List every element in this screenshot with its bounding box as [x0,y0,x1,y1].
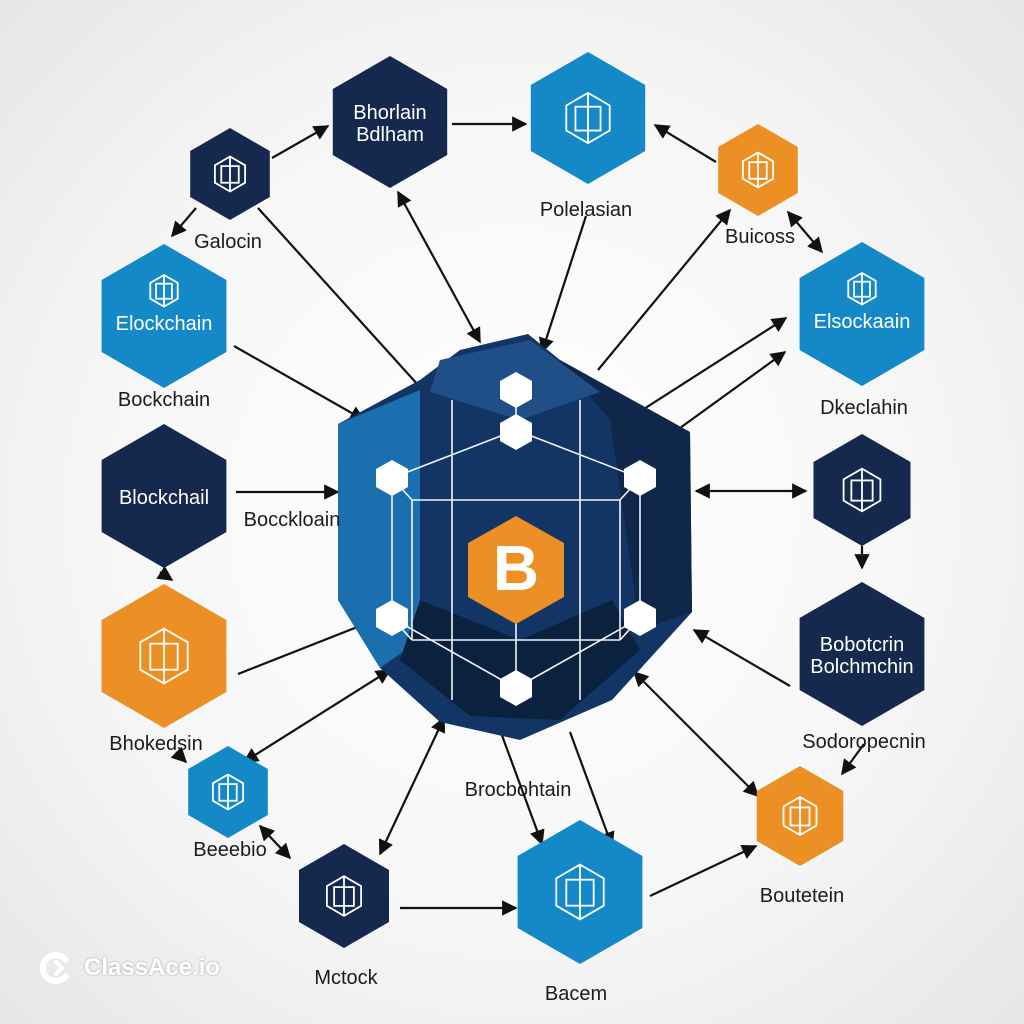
cube-icon [149,273,179,308]
hexagon-node-n8 [813,434,911,546]
connector [787,210,823,254]
hexagon-node-n13 [299,844,389,948]
center-orange-hexagon [468,516,564,624]
hexagon-label: Bdlham [356,124,424,146]
cube-icon [847,271,877,306]
hexagon-label: Elsockaain [814,311,911,333]
cube-icon [139,627,189,685]
hexagon-label: Bobotcrin [820,634,905,656]
hexagon-shape [799,242,925,386]
hexagon-shape [799,582,925,726]
node-label: Bockchain [118,389,210,411]
cube-icon [565,91,611,145]
connector [397,190,481,344]
connector [170,746,188,764]
node-label: Sodoropecnin [802,731,925,753]
cube-icon [742,151,774,189]
connector [597,208,731,371]
classace-watermark: ClassAce.io [36,948,220,988]
connector [635,317,788,415]
connector [271,125,330,159]
central-blockchain-cube: B [338,334,692,740]
connector [538,215,588,354]
node-label: Boutetein [760,885,845,907]
node-label: Mctock [314,967,378,989]
hexagon-node-n3 [190,128,270,220]
connector [242,669,392,763]
hexagon-node-n6: Elsockaain [799,242,925,386]
node-label: Brocbohtain [465,779,572,801]
hexagon-node-n4 [718,124,798,216]
watermark-text: ClassAce.io [84,954,221,981]
classace-logo-icon [39,952,69,984]
hexagon-label: Bolchmchin [810,656,913,678]
hexagon-shape [332,56,448,188]
node-label: Bhokedsin [109,733,202,755]
connector [568,731,615,848]
hexagon-label: Bhorlain [353,102,426,124]
hexagon-node-n2 [530,52,646,184]
connector [653,124,717,163]
node-label: Buicoss [725,226,795,248]
connector [841,743,865,776]
connector [237,619,372,676]
node-label: Dkeclahin [820,397,908,419]
connector [170,207,197,238]
hexagon-shape [101,244,227,388]
connector [649,844,758,897]
connector [156,565,174,581]
cube-icon [325,875,363,917]
connector [233,345,366,421]
connector [378,716,446,856]
node-label: Beeebio [193,839,266,861]
hexagon-node-n9 [101,584,227,728]
hexagon-node-n12 [756,766,844,866]
connector [257,207,430,398]
cube-icon [782,795,818,837]
node-label: Bocckloain [244,509,341,531]
connector [692,629,791,687]
connector [679,351,787,429]
center-symbol: B [493,532,539,604]
hexagon-node-n14 [517,820,643,964]
connector [258,824,292,860]
hexagon-label: Blockchail [119,487,209,509]
hexagon-node-n11 [188,746,268,838]
hexagon-node-n7: Blockchail [101,424,227,568]
cube-icon [842,467,882,513]
node-label: Bacem [545,983,607,1005]
node-label: Polelasian [540,199,632,221]
connector [632,670,760,798]
hexagon-node-n5: Elockchain [101,244,227,388]
hexagon-label: Elockchain [116,313,213,335]
hexagon-shape [101,424,227,568]
connector [498,729,545,846]
cube-icon [211,773,245,811]
cube-icon [213,155,247,193]
label-layer: Polelasian Galocin Buicoss Bockchain Dke… [109,199,925,1005]
connector-lines [156,116,870,916]
cube-icon [555,863,605,921]
node-label: Galocin [194,231,262,253]
